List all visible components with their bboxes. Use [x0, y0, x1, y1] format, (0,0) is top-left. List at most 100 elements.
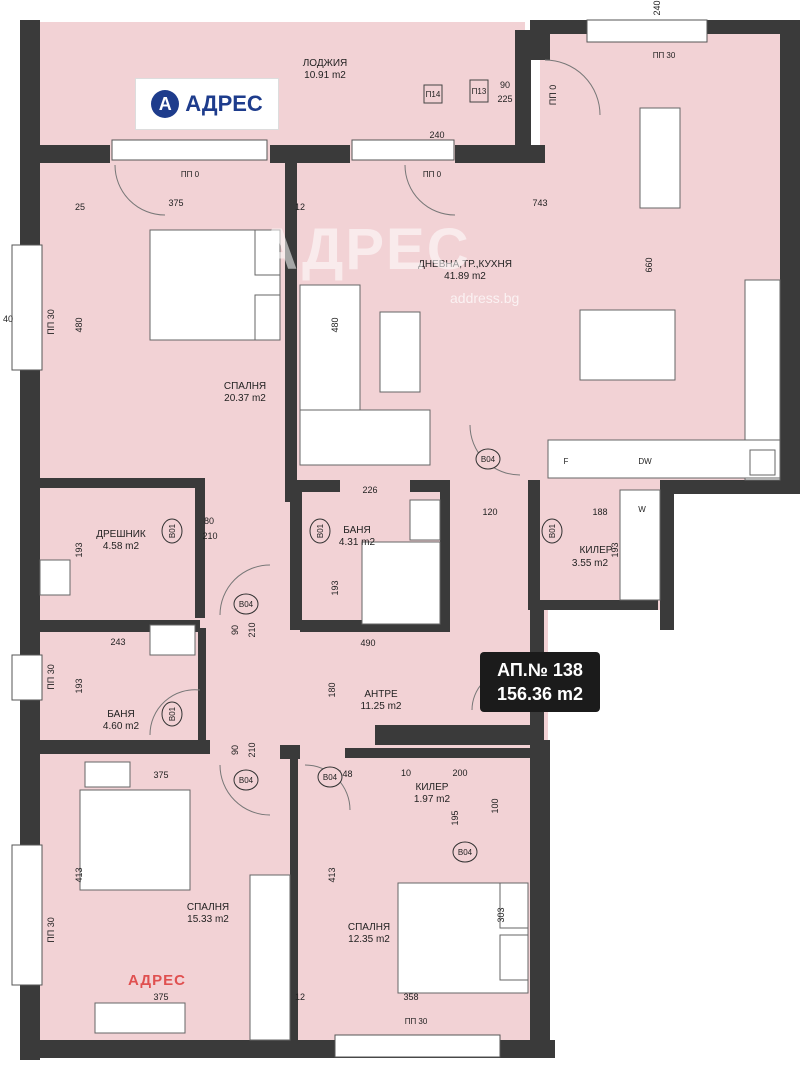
- room-wardrobe-area: 4.58 m2: [103, 541, 140, 552]
- room-pantry1-area: 3.55 m2: [572, 558, 609, 569]
- room-bedroom2-name: СПАЛНЯ: [187, 902, 229, 913]
- dim-90c: 90: [230, 745, 240, 755]
- room-living-name: ДНЕВНА,ТР.,КУХНЯ: [418, 259, 512, 270]
- dim-12: 12: [295, 992, 305, 1002]
- dim-358: 358: [403, 992, 418, 1002]
- dim-193a: 193: [74, 542, 84, 557]
- tag-b04-e: B04: [458, 848, 473, 857]
- dim-pp30-left: ПП 30: [46, 309, 56, 334]
- tag-b04-d: B04: [323, 773, 338, 782]
- room-living-area: 41.89 m2: [444, 271, 486, 282]
- dim-240: 240: [429, 130, 444, 140]
- dim-243: 243: [110, 637, 125, 647]
- room-bedroom3-area: 12.35 m2: [348, 934, 390, 945]
- dim-743: 743: [532, 198, 547, 208]
- dim-375b: 375: [153, 770, 168, 780]
- dim-90: 90: [500, 80, 510, 90]
- dim-90b: 90: [230, 625, 240, 635]
- dim-pp30-left3: ПП 30: [46, 917, 56, 942]
- dim-193d: 193: [74, 678, 84, 693]
- room-loggia-name: ЛОДЖИЯ: [303, 58, 348, 69]
- tag-dw: DW: [638, 457, 652, 466]
- room-bath1-name: БАНЯ: [343, 525, 370, 536]
- apartment-area: 156.36 m2: [496, 684, 584, 704]
- dim-210: 210: [202, 531, 217, 541]
- dim-195: 195: [450, 810, 460, 825]
- room-bath1-area: 4.31 m2: [339, 537, 376, 548]
- dim-413a: 413: [74, 867, 84, 882]
- room-hall-name: АНТРЕ: [364, 689, 398, 700]
- tag-p13-box: [469, 79, 489, 103]
- tag-b04-c: B04: [239, 776, 254, 785]
- room-labels: ЛОДЖИЯ 10.91 m2 ДНЕВНА,ТР.,КУХНЯ 41.89 m…: [96, 58, 613, 945]
- door-code-labels: B01 B01 B01 B01 B04 B04 B04 B04 B04: [168, 455, 557, 857]
- dim-12b: 12: [295, 202, 305, 212]
- tag-b04-b: B04: [239, 600, 254, 609]
- dim-188: 188: [592, 507, 607, 517]
- dim-100: 100: [490, 798, 500, 813]
- room-hall-area: 11.25 m2: [361, 701, 402, 712]
- tag-b01-b: B01: [316, 523, 325, 538]
- brand-logo-box: A АДРЕС: [135, 78, 279, 130]
- dim-240-top: 240: [652, 0, 662, 15]
- dim-413b: 413: [327, 867, 337, 882]
- dim-660: 660: [644, 257, 654, 272]
- dim-148: 148: [337, 769, 352, 779]
- dim-375c: 375: [153, 992, 168, 1002]
- dim-303: 303: [496, 907, 506, 922]
- room-bedroom1-area: 20.37 m2: [224, 393, 266, 404]
- red-watermark: АДРЕС: [128, 972, 186, 989]
- room-bath2-name: БАНЯ: [107, 709, 134, 720]
- dim-120: 120: [482, 507, 497, 517]
- dim-pp30-left2: ПП 30: [46, 664, 56, 689]
- room-bath2-area: 4.60 m2: [103, 721, 140, 732]
- door-codes: [161, 448, 563, 863]
- tag-pp30-top: ПП 30: [653, 51, 676, 60]
- room-bedroom2-area: 15.33 m2: [187, 914, 229, 925]
- tag-pp0-right: ПП 0: [548, 85, 558, 105]
- dim-180: 180: [327, 682, 337, 697]
- tag-p14: П14: [426, 90, 441, 99]
- room-wardrobe-name: ДРЕШНИК: [96, 529, 146, 540]
- dim-375: 375: [168, 198, 183, 208]
- tag-b01-c: B01: [548, 523, 557, 538]
- dim-193b: 193: [330, 580, 340, 595]
- brand-logo-icon: A: [151, 90, 180, 118]
- dim-200: 200: [452, 768, 467, 778]
- room-pantry1-name: КИЛЕР: [580, 545, 613, 556]
- tag-p13: П13: [472, 87, 487, 96]
- room-pantry2-name: КИЛЕР: [416, 782, 449, 793]
- furniture: [39, 107, 781, 1041]
- dim-210b: 210: [247, 622, 257, 637]
- tag-pp0-2: ПП 0: [423, 170, 442, 179]
- tag-pp0-1: ПП 0: [181, 170, 200, 179]
- tag-b04-a: B04: [481, 455, 496, 464]
- dimension-labels: 375 743 226 120 188 490 243 375 200 375 …: [3, 80, 608, 1002]
- tag-pp30-bottom: ПП 30: [405, 1017, 428, 1026]
- tag-b01-d: B01: [168, 706, 177, 721]
- brand-name: АДРЕС: [185, 91, 263, 116]
- dim-40: 40: [3, 314, 13, 324]
- apartment-number: АП.№ 138: [497, 660, 583, 680]
- watermark: АДРЕС: [256, 217, 471, 282]
- tag-b01-a: B01: [168, 523, 177, 538]
- dim-10: 10: [401, 768, 411, 778]
- dim-80: 80: [204, 516, 214, 526]
- watermark-url: address.bg: [450, 290, 520, 306]
- room-loggia-area: 10.91 m2: [304, 70, 346, 81]
- dim-193c: 193: [610, 542, 620, 557]
- tag-w: W: [638, 505, 646, 514]
- dim-25: 25: [75, 202, 85, 212]
- dim-225: 225: [497, 94, 512, 104]
- room-bedroom1-name: СПАЛНЯ: [224, 381, 266, 392]
- dim-226: 226: [362, 485, 377, 495]
- tag-p14-box: [423, 84, 443, 104]
- apartment-badge: АП.№ 138 156.36 m2: [480, 652, 600, 712]
- windows: [11, 19, 708, 1058]
- tag-f: F: [564, 457, 569, 466]
- vertical-dims: 660 480 480 193 193 193 193 180 413 413 …: [46, 0, 662, 942]
- dim-480b: 480: [330, 317, 340, 332]
- room-bedroom3-name: СПАЛНЯ: [348, 922, 390, 933]
- tags: ПП 0 ПП 0 ПП 30 ПП 30 П14 П13 DW F W: [181, 51, 676, 1026]
